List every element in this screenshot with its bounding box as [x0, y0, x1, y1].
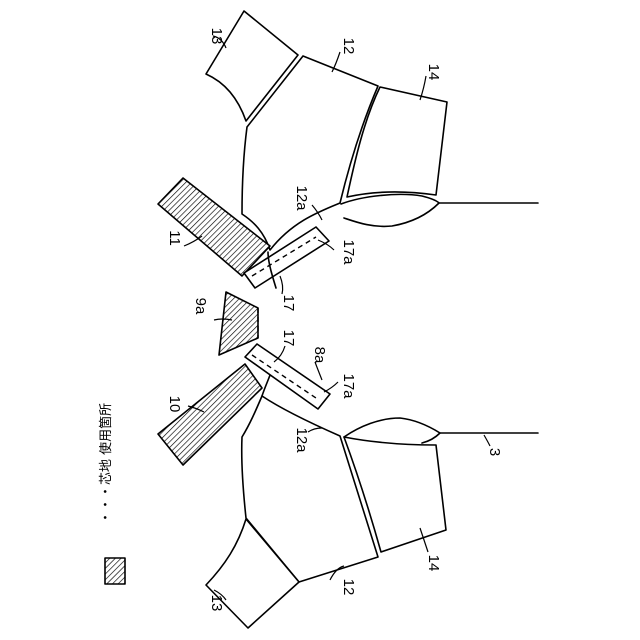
leader-8a — [315, 362, 322, 380]
label-10: 10 — [166, 396, 183, 413]
label-12a-upper: 12a — [293, 185, 310, 211]
legend-swatch — [105, 558, 125, 584]
legend: ・・・芯地 使用箇所 — [98, 403, 125, 584]
part-17-lower-dashed — [252, 355, 316, 398]
label-12-lower: 12 — [340, 579, 357, 596]
leader-17a-lower — [324, 382, 338, 392]
label-14-lower: 14 — [425, 555, 442, 572]
label-11: 11 — [166, 230, 183, 246]
label-17a-lower: 17a — [340, 373, 357, 399]
collar-stand-upper — [341, 194, 439, 226]
label-14-upper: 14 — [425, 64, 442, 81]
legend-text: ・・・芯地 使用箇所 — [98, 403, 114, 524]
label-12-upper: 12 — [340, 38, 357, 55]
label-8a: 8a — [311, 347, 328, 364]
label-17a-upper: 17a — [340, 239, 357, 265]
label-13-upper: 13 — [208, 28, 225, 45]
leader-3 — [484, 435, 490, 446]
label-13-lower: 13 — [208, 595, 225, 612]
label-12a-lower: 12a — [293, 427, 310, 453]
leader-11 — [184, 236, 202, 246]
leader-17-upper — [280, 276, 283, 294]
part-9a — [219, 292, 258, 355]
label-3: 3 — [486, 448, 503, 456]
label-9a: 9a — [192, 298, 209, 315]
label-17-upper: 17 — [280, 295, 297, 312]
label-17-lower: 17 — [280, 330, 297, 347]
